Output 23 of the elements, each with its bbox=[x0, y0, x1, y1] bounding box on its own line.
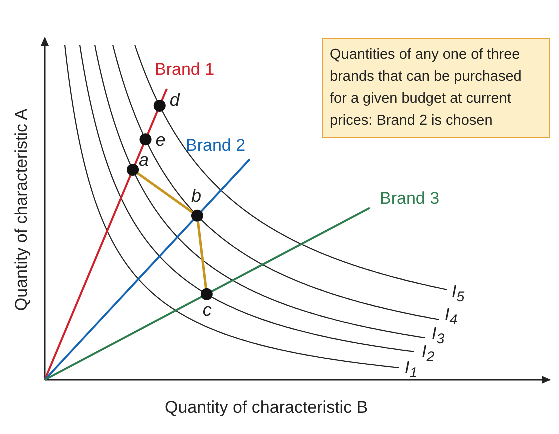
ray-label: Brand 3 bbox=[380, 189, 440, 209]
curve-label: I$_{2}$ bbox=[422, 342, 435, 366]
budget-line bbox=[196, 222, 208, 289]
axis-title: Quantity of characteristic B bbox=[165, 398, 368, 418]
curve-label: I$_{1}$ bbox=[405, 358, 418, 382]
curve-label: I$_{3}$ bbox=[432, 324, 445, 348]
note-box: Quantities of any one of three brands that can be purchased for a given budget at current prices: Brand 2 is chosen bbox=[322, 38, 550, 138]
point-label: a bbox=[139, 150, 150, 172]
point-label: e bbox=[156, 130, 166, 151]
point-dot bbox=[191, 210, 204, 222]
ray-label: Brand 1 bbox=[155, 60, 215, 80]
axis-title: Quantity of characteristic A bbox=[12, 108, 32, 312]
point-dot bbox=[127, 164, 140, 176]
point-label: b bbox=[191, 186, 202, 207]
point-dot bbox=[200, 288, 213, 300]
ray-label: Brand 2 bbox=[186, 136, 246, 156]
point-dot bbox=[154, 100, 166, 112]
curve-label: I$_{4}$ bbox=[445, 305, 458, 328]
budget-line bbox=[137, 172, 194, 214]
point-label: d bbox=[170, 90, 180, 112]
curve-label: I$_{5}$ bbox=[452, 282, 465, 306]
point-dot bbox=[140, 134, 152, 146]
point-label: c bbox=[202, 300, 212, 322]
